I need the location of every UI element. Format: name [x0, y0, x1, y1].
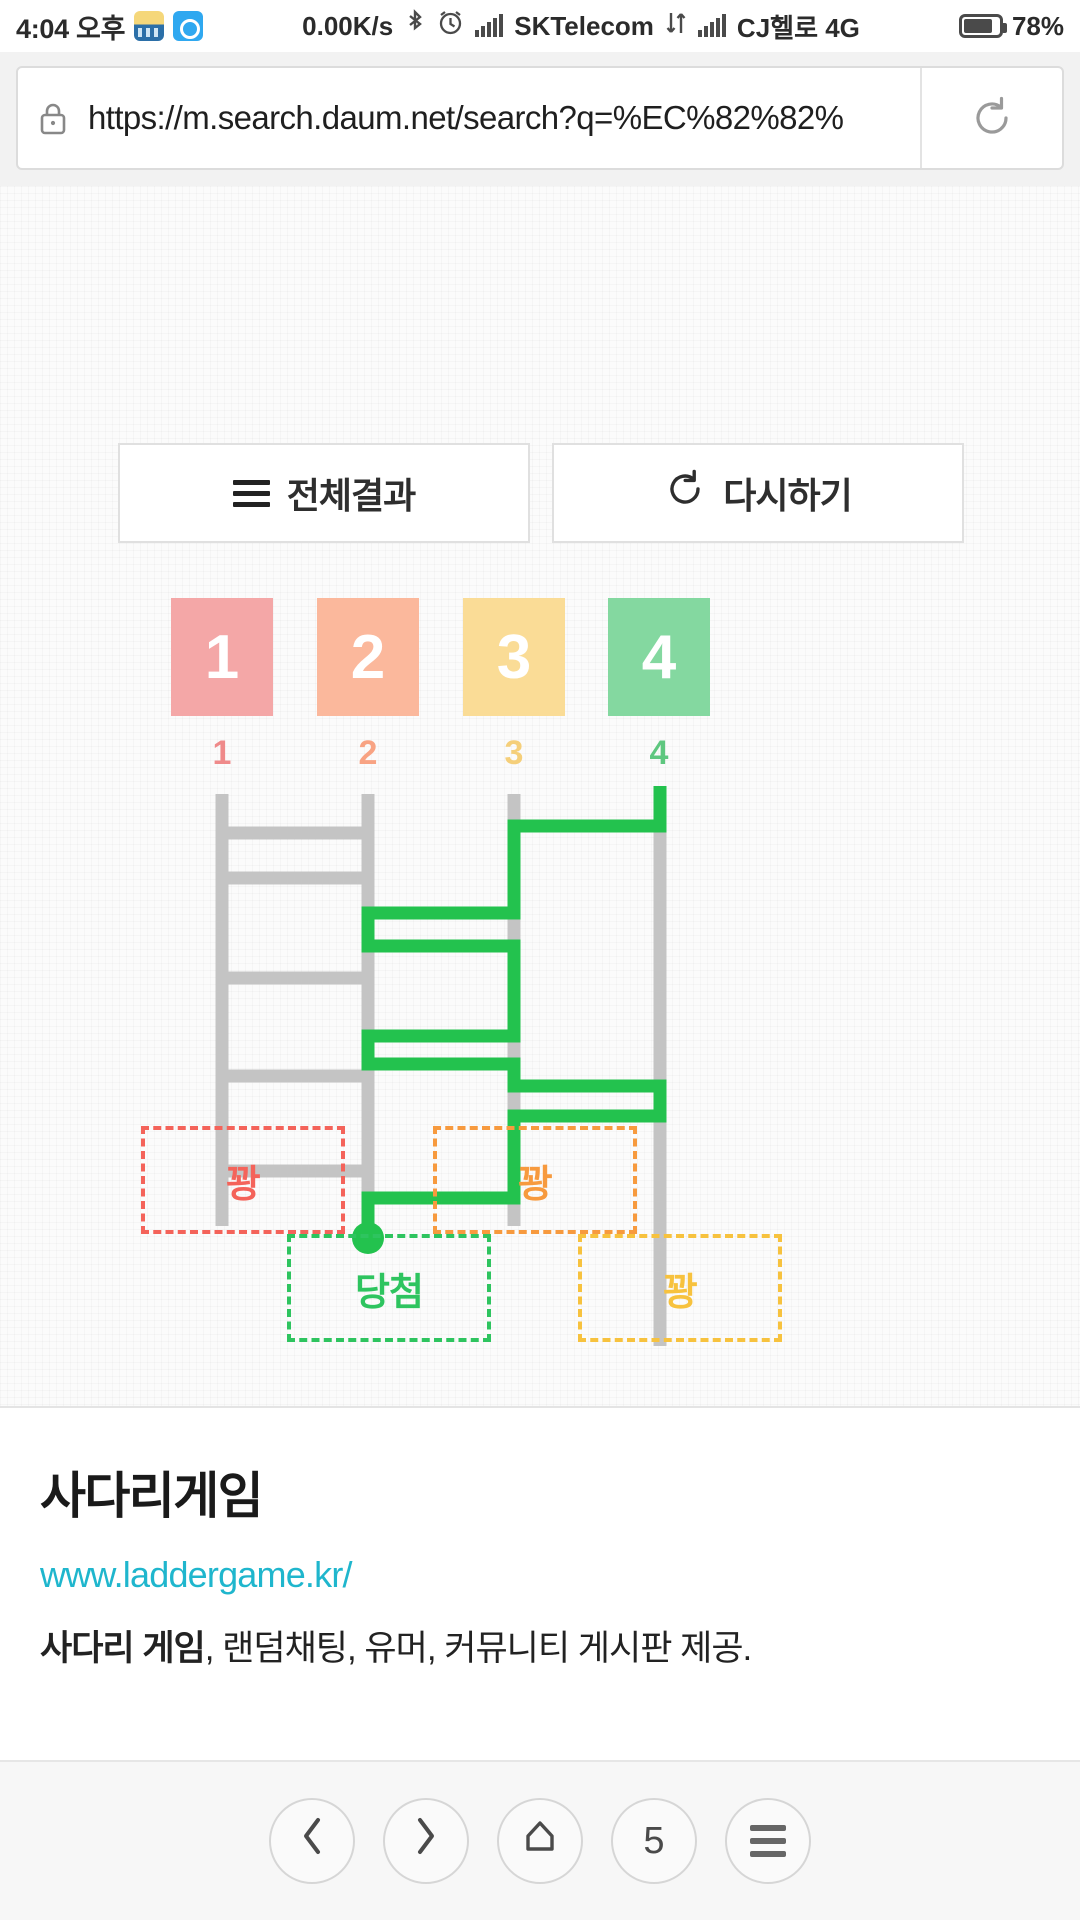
player-tiles: 1 2 3 4 [0, 598, 1080, 718]
back-icon [295, 1814, 329, 1868]
url-input[interactable]: https://m.search.daum.net/search?q=%EC%8… [88, 99, 844, 136]
player-tile-2[interactable]: 2 [317, 598, 419, 716]
player-tile-number: 2 [350, 622, 386, 692]
result-box-2-winner: 당첨 [287, 1234, 491, 1342]
result-label: 꽝 [226, 1163, 261, 1206]
cloud-icon [173, 11, 204, 41]
player-label-4: 4 [649, 734, 669, 772]
battery-icon [958, 14, 1007, 38]
toolbar-divider [920, 68, 922, 168]
home-button[interactable] [497, 1798, 583, 1884]
player-label-2: 2 [358, 734, 378, 772]
result-box-1: 꽝 [141, 1126, 345, 1234]
player-tile-labels: 1 2 3 4 [0, 734, 1080, 778]
player-tile-4[interactable]: 4 [608, 598, 710, 716]
menu-button[interactable] [725, 1798, 811, 1884]
ladder-game-area: 전체결과 다시하기 1 2 3 4 1 2 3 4 [0, 186, 1080, 1408]
result-description-rest: , 랜덤채팅, 유머, 커뮤니티 게시판 제공. [204, 1629, 753, 1668]
all-results-button[interactable]: 전체결과 [118, 443, 530, 543]
bluetooth-icon [404, 8, 426, 44]
tab-count-label: 5 [643, 1819, 665, 1862]
status-bar-middle: 0.00K/s SKTelecom CJ헬로 4G [203, 8, 959, 45]
result-description: 사다리 게임, 랜덤채팅, 유머, 커뮤니티 게시판 제공. [40, 1620, 1040, 1671]
battery-percent: 78% [1011, 10, 1064, 41]
signal-bars-2 [697, 14, 726, 37]
result-label: 꽝 [663, 1271, 698, 1314]
result-box-3: 꽝 [433, 1126, 637, 1234]
result-box-4: 꽝 [578, 1234, 782, 1342]
result-description-bold: 사다리 게임 [40, 1629, 206, 1668]
browser-toolbar: https://m.search.daum.net/search?q=%EC%8… [0, 52, 1080, 186]
player-label-3: 3 [504, 734, 524, 772]
result-label: 당첨 [355, 1271, 424, 1314]
network-speed: 0.00K/s [302, 10, 394, 41]
status-bar: 4:04 오후 0.00K/s SKTelecom CJ헬로 4G 78% [0, 0, 1080, 52]
lock-icon [18, 98, 88, 138]
restart-label: 다시하기 [723, 475, 852, 516]
clock: 4:04 오후 [16, 13, 126, 44]
signal-bars-1 [475, 14, 504, 37]
hamburger-icon [232, 479, 270, 507]
result-url[interactable]: www.laddergame.kr/ [40, 1554, 353, 1595]
address-bar[interactable]: https://m.search.daum.net/search?q=%EC%8… [16, 66, 1064, 170]
ladder-rungs-inactive [222, 826, 368, 1178]
ladder-diagram [215, 786, 667, 1346]
alarm-icon [437, 9, 464, 43]
player-label-1: 1 [212, 734, 232, 772]
menu-icon [750, 1825, 786, 1857]
search-result: 사다리게임 www.laddergame.kr/ 사다리 게임, 랜덤채팅, 유… [0, 1408, 1080, 1711]
carrier-label-2: CJ헬로 4G [736, 12, 860, 43]
forward-button[interactable] [383, 1798, 469, 1884]
restart-button[interactable]: 다시하기 [552, 443, 964, 543]
home-icon [520, 1816, 560, 1866]
reload-icon[interactable] [922, 94, 1062, 142]
browser-bottom-nav: 5 [0, 1760, 1080, 1920]
refresh-icon [664, 468, 706, 519]
player-tile-1[interactable]: 1 [171, 598, 273, 716]
forward-icon [409, 1814, 443, 1868]
result-label: 꽝 [518, 1163, 553, 1206]
data-transfer-icon [665, 10, 687, 43]
player-tile-number: 3 [496, 622, 532, 692]
weather-icon [134, 11, 165, 41]
carrier-label-1: SKTelecom [514, 10, 654, 41]
player-tile-number: 1 [204, 622, 240, 692]
result-title[interactable]: 사다리게임 [40, 1468, 264, 1524]
player-tile-number: 4 [641, 622, 677, 692]
player-tile-3[interactable]: 3 [463, 598, 565, 716]
status-bar-left: 4:04 오후 [16, 7, 204, 46]
game-button-row: 전체결과 다시하기 [118, 443, 964, 543]
back-button[interactable] [269, 1798, 355, 1884]
status-bar-right: 78% [958, 10, 1064, 42]
path-end-marker [352, 1222, 384, 1254]
tab-count-button[interactable]: 5 [611, 1798, 697, 1884]
all-results-label: 전체결과 [286, 475, 416, 516]
